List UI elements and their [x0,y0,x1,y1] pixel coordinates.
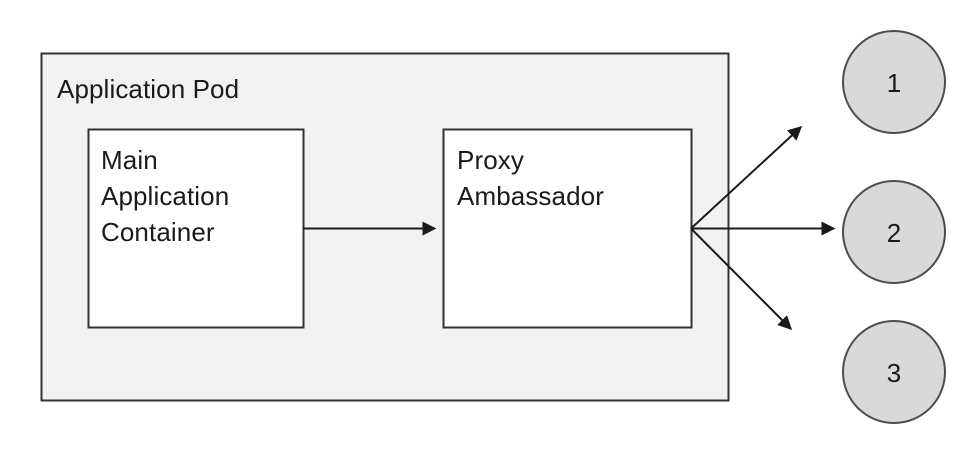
service-circle-1[interactable] [842,30,946,134]
main-application-container-box[interactable] [87,128,305,329]
connector-proxy-to-service-3 [690,227,792,330]
connector-proxy-to-service-1 [690,126,803,230]
service-circle-2[interactable] [842,180,946,284]
service-circle-3[interactable] [842,320,946,424]
proxy-ambassador-box[interactable] [442,128,693,329]
